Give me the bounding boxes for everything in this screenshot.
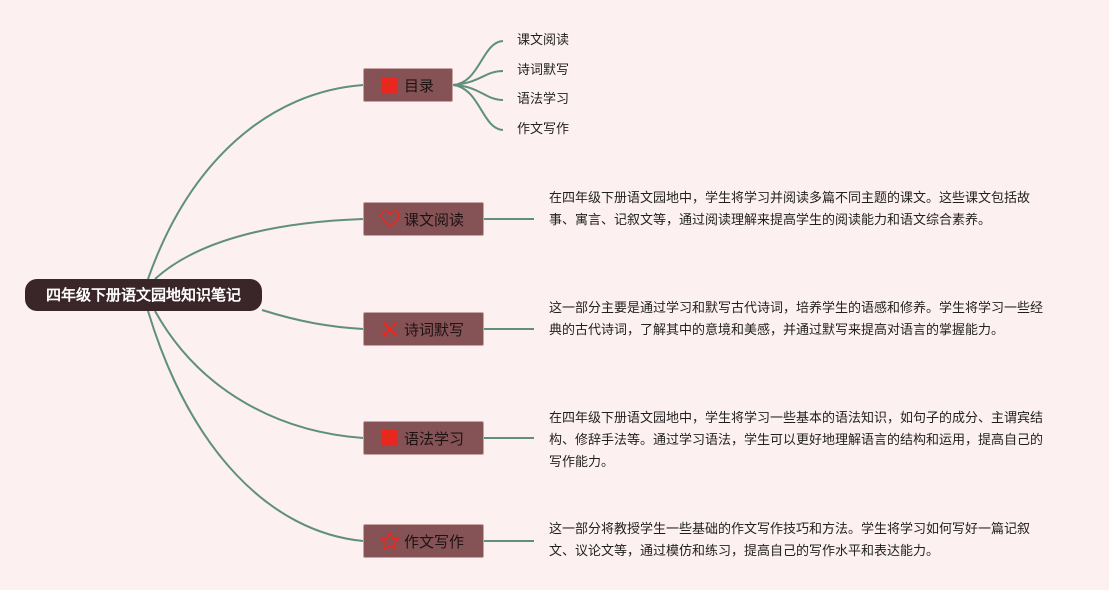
link-root-grammar: [154, 310, 364, 439]
link-root-poetry: [261, 309, 364, 330]
branch-writing[interactable]: 作文写作: [363, 524, 484, 558]
branch-toc[interactable]: 目录: [363, 68, 453, 102]
link-toc-leaf-2: [452, 70, 504, 86]
description-grammar: 在四年级下册语文园地中，学生将学习一些基本的语法知识，如句子的成分、主谓宾结构、…: [549, 411, 1044, 470]
description-poetry: 这一部分主要是通过学习和默写古代诗词，培养学生的语感和修养。学生将学习一些经典的…: [549, 301, 1044, 338]
toc-item-reading[interactable]: 课文阅读: [517, 33, 570, 48]
branch-grammar[interactable]: 语法学习: [363, 421, 484, 455]
branch-label: 语法学习: [404, 429, 465, 448]
toc-item-writing[interactable]: 作文写作: [517, 122, 570, 137]
toc-item-poetry[interactable]: 诗词默写: [517, 63, 570, 78]
branch-poetry[interactable]: 诗词默写: [363, 312, 484, 346]
star-outline-icon: [380, 531, 400, 551]
link-root-reading: [154, 218, 364, 280]
heart-outline-icon: [380, 209, 400, 229]
branch-label: 诗词默写: [404, 320, 465, 339]
link-root-toc: [147, 84, 364, 280]
description-reading: 在四年级下册语文园地中，学生将学习并阅读多篇不同主题的课文。这些课文包括故事、寓…: [549, 191, 1031, 228]
link-toc-leaf-4: [452, 84, 504, 131]
description-writing: 这一部分将教授学生一些基础的作文写作技巧和方法。学生将学习如何写好一篇记叙文、议…: [549, 522, 1031, 559]
branch-reading[interactable]: 课文阅读: [363, 202, 484, 236]
link-root-writing: [147, 310, 364, 542]
branch-label: 目录: [404, 76, 435, 95]
red-square-icon: [380, 75, 400, 95]
toc-item-grammar[interactable]: 语法学习: [517, 92, 570, 107]
root-node[interactable]: 四年级下册语文园地知识笔记: [25, 279, 262, 311]
crossed-tools-icon: [380, 319, 400, 339]
red-square-icon: [380, 428, 400, 448]
branch-label: 作文写作: [404, 532, 465, 551]
branch-label: 课文阅读: [404, 210, 465, 229]
